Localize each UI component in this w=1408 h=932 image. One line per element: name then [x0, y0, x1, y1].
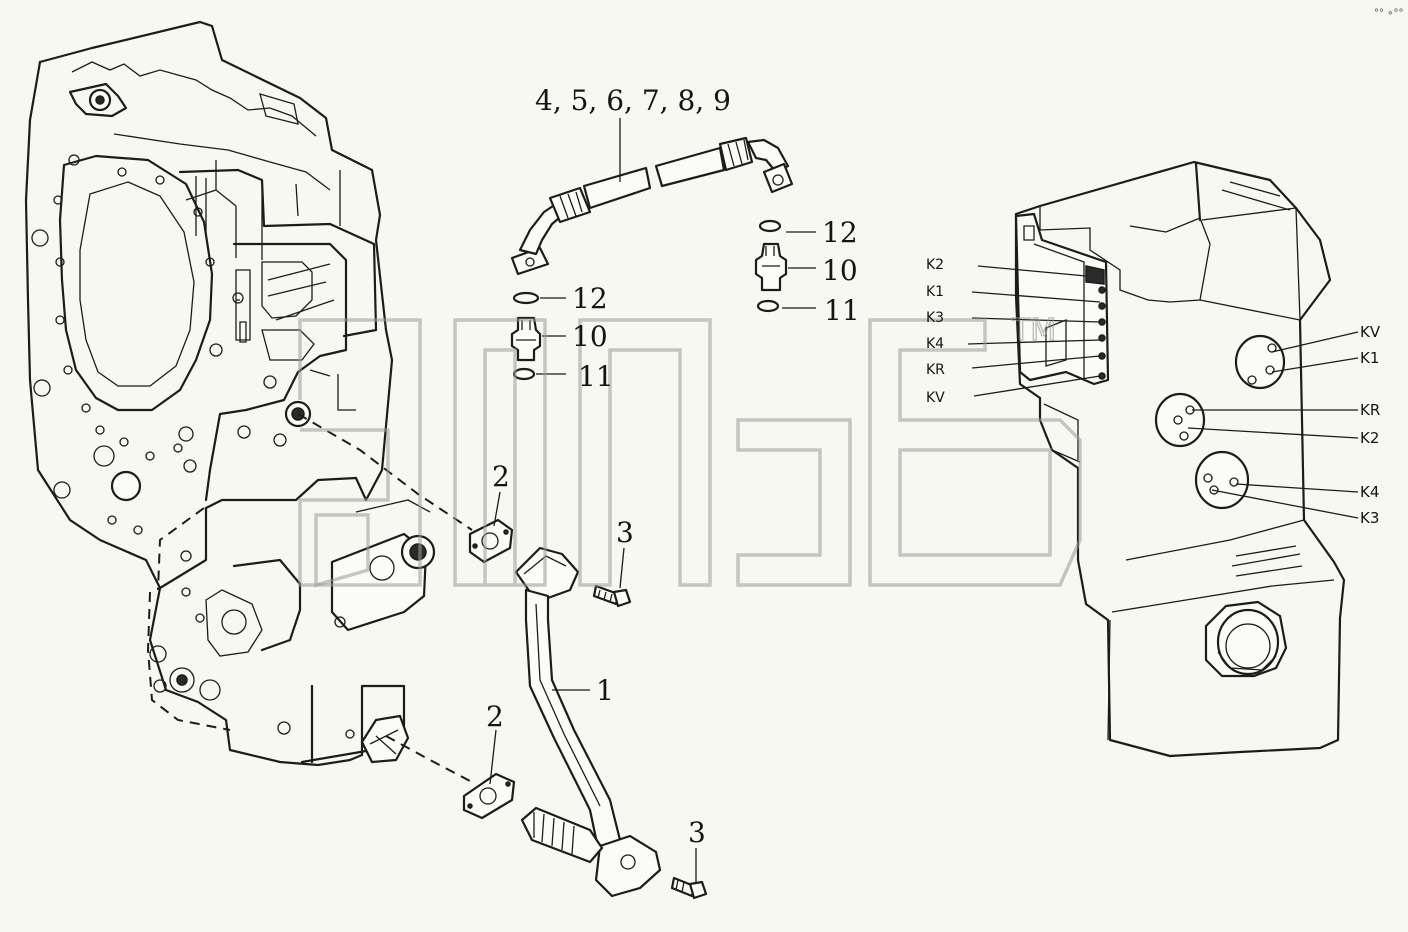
- callout-fitting-right: 10: [822, 254, 858, 287]
- valve-port-label: K4: [926, 336, 944, 352]
- callout-bolt-upper: 3: [616, 516, 634, 549]
- watermark-mark: TM: [1011, 313, 1056, 348]
- side-port-label: K3: [1360, 509, 1379, 527]
- bolt-lower: [670, 876, 708, 900]
- callout-oring-top-right: 12: [822, 216, 858, 249]
- callout-gasket-upper: 2: [492, 460, 510, 493]
- callout-oring-bottom-left: 11: [578, 360, 614, 393]
- callout-oring-top-left: 12: [572, 282, 608, 315]
- watermark: TM: [298, 312, 1082, 588]
- control-valve-body: [1014, 160, 1346, 758]
- gasket-upper: [468, 518, 514, 564]
- transmission-housing: [24, 20, 436, 767]
- fitting-left: [510, 291, 542, 381]
- callout-bolt-lower: 3: [688, 816, 706, 849]
- side-port-label: KV: [1360, 323, 1381, 341]
- oil-pipe: [514, 546, 662, 898]
- callout-pipe: 1: [596, 674, 614, 707]
- side-port-label: KR: [1360, 401, 1380, 419]
- hose-assembly: [510, 136, 794, 276]
- valve-port-label: K2: [926, 257, 944, 273]
- callout-gasket-lower: 2: [486, 700, 504, 733]
- side-port-label: K2: [1360, 429, 1379, 447]
- callout-oring-bottom-right: 11: [824, 294, 860, 327]
- bolt-upper: [592, 584, 632, 608]
- leader-lines: [489, 118, 1359, 882]
- gasket-lower: [462, 772, 516, 820]
- callout-fitting-left: 10: [572, 320, 608, 353]
- valve-port-labels: K2 K1 K3 K4 KR KV: [926, 257, 945, 406]
- valve-port-label: KR: [926, 362, 945, 378]
- fitting-right: [754, 219, 788, 313]
- side-port-labels: KV K1 KR K2 K4 K3: [1360, 323, 1381, 527]
- callout-hose: 4, 5, 6, 7, 8, 9: [535, 84, 731, 117]
- side-port-label: K4: [1360, 483, 1379, 501]
- valve-port-label: K3: [926, 310, 944, 326]
- side-port-label: K1: [1360, 349, 1379, 367]
- corner-mark: °° ∘°°: [1374, 8, 1403, 19]
- valve-port-label: K1: [926, 284, 944, 300]
- valve-port-label: KV: [926, 390, 945, 406]
- callout-labels: 4, 5, 6, 7, 8, 9 12 10 11 12 10 11 2 3 1…: [486, 84, 860, 849]
